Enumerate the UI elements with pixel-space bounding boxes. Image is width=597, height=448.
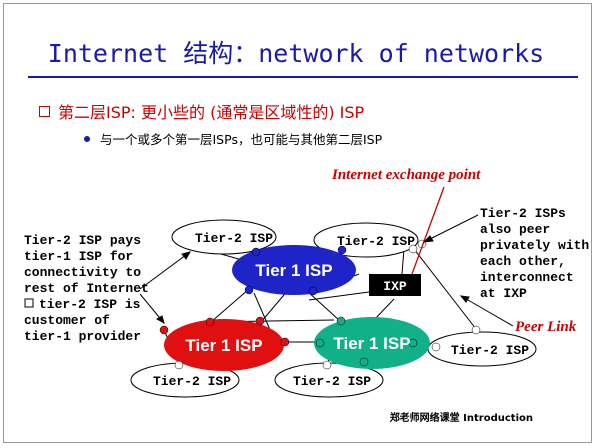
arrowhead-icon	[156, 315, 165, 325]
router-dot	[244, 285, 254, 295]
bullet-tier2-definition: 第二层ISP: 更小些的 (通常是区域性的) ISP	[39, 99, 364, 123]
left-note-line: tier-2 ISP is	[39, 297, 141, 312]
left-note-line: Tier-2 ISP pays	[24, 233, 141, 248]
left-note-bullet-icon	[24, 298, 34, 308]
ixp-label: IXP	[383, 279, 407, 294]
right-note-line: interconnect	[480, 270, 574, 285]
tier2-isp-top-left	[171, 219, 277, 255]
tier2-label: Tier-2 ISP	[293, 374, 371, 389]
tier1-label-red: Tier 1 ISP	[185, 336, 262, 355]
left-note-line: rest of Internet	[24, 281, 149, 296]
network-diagram: IXP Tier 1 ISP Tier 1 ISP Tier 1 ISP Tie…	[24, 167, 589, 398]
router-dot	[322, 360, 332, 370]
router-dot	[205, 317, 215, 327]
link-line	[401, 248, 405, 275]
tier1-isp-blue	[232, 245, 356, 295]
sub-bullet: 与一个或多个第一层ISPs，也可能与其他第二层ISP	[84, 129, 382, 148]
left-note-line: tier-1 provider	[24, 329, 141, 344]
arrowhead-icon	[459, 295, 470, 303]
router-dot	[336, 316, 346, 326]
router-dot	[337, 245, 347, 255]
arrowhead-icon	[181, 251, 192, 260]
tier1-label-blue: Tier 1 ISP	[255, 261, 332, 280]
router-dot	[471, 325, 481, 335]
tier2-label: Tier-2 ISP	[451, 343, 529, 358]
left-note-line: customer of	[24, 313, 110, 328]
tier1-label-teal: Tier 1 ISP	[333, 334, 410, 353]
footer: 郑老师网络课堂 Introduction	[389, 413, 533, 424]
tier1-isp-red	[164, 319, 284, 371]
arrowhead-icon	[422, 235, 434, 243]
left-note-line: tier-1 ISP for	[24, 249, 133, 264]
bullet-main-text: 第二层ISP: 更小些的 (通常是区域性的) ISP	[58, 103, 365, 122]
left-note-line: connectivity to	[24, 265, 141, 280]
ixp-caption: Internet exchange point	[331, 167, 481, 183]
router-dot	[251, 247, 261, 257]
tier2-label: Tier-2 ISP	[337, 234, 415, 249]
tier1-isp-teal	[314, 317, 430, 369]
right-note-line: privately with	[480, 238, 589, 253]
square-bullet-icon	[39, 106, 50, 117]
slide: Internet 结构：network of networks 第二层ISP: …	[3, 3, 592, 443]
router-dot	[359, 357, 369, 367]
slide-title: Internet 结构：network of networks	[47, 39, 545, 68]
router-dot	[280, 337, 290, 347]
right-note-line: Tier-2 ISPs	[480, 206, 566, 221]
tier2-label: Tier-2 ISP	[195, 231, 273, 246]
link-line	[306, 290, 340, 321]
sub-bullet-text: 与一个或多个第一层ISPs，也可能与其他第二层ISP	[100, 132, 383, 147]
link-line	[373, 298, 395, 321]
dot-bullet-icon	[84, 136, 90, 142]
ixp-box	[369, 274, 421, 296]
router-dot	[255, 316, 265, 326]
right-note-line: at IXP	[480, 286, 527, 301]
title-underline	[28, 76, 578, 78]
peer-link-caption: Peer Link	[515, 319, 577, 335]
peer-link-arrow	[460, 295, 514, 327]
link-line	[210, 288, 250, 323]
tier2-label: Tier-2 ISP	[153, 374, 231, 389]
ixp-caption-pointer	[411, 186, 445, 275]
right-note-line: each other,	[480, 254, 566, 269]
router-dot	[408, 338, 418, 348]
right-note-line: also peer	[480, 222, 550, 237]
router-dot	[308, 286, 318, 296]
router-dot	[431, 342, 441, 352]
left-note-arrow	[139, 251, 191, 290]
router-dot	[315, 338, 325, 348]
router-dot	[159, 325, 169, 335]
router-dot	[408, 244, 418, 254]
right-note-arrow	[423, 214, 479, 243]
router-dot	[174, 360, 184, 370]
link-line	[413, 248, 477, 330]
link-line	[308, 291, 370, 301]
